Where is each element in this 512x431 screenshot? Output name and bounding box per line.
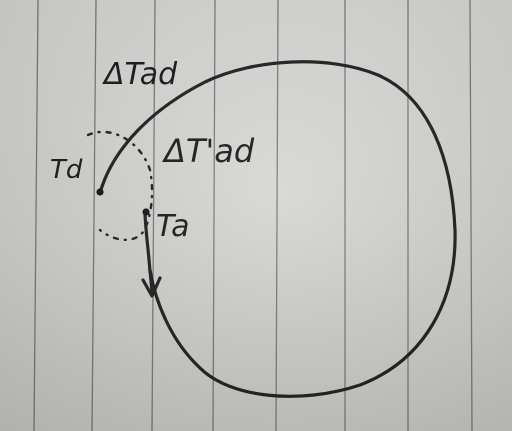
notebook-rulings <box>33 0 473 431</box>
label-t-d: Td <box>50 155 83 185</box>
cycle-curve <box>98 60 457 398</box>
td-point <box>96 188 104 196</box>
label-t-a: Ta <box>156 209 190 244</box>
ta-point <box>142 208 150 216</box>
label-delta-t-ad-prime: ΔT'ad <box>161 132 255 170</box>
dashed-curve <box>86 130 154 241</box>
label-delta-t-ad: ΔTad <box>102 57 178 92</box>
arrowhead <box>141 276 162 298</box>
ta-stroke <box>143 212 152 274</box>
